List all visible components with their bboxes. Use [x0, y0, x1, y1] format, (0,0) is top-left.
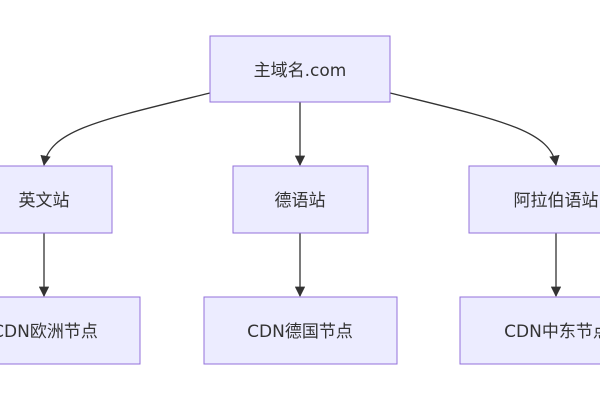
node-english-site-label: 英文站 [19, 191, 70, 211]
node-root: 主域名.com [209, 35, 391, 103]
node-cdn-middle-east: CDN中东节点 [459, 296, 600, 365]
edge-root-to-arabic-site [389, 92, 560, 167]
node-root-label: 主域名.com [254, 61, 347, 81]
node-cdn-europe-label: CDN欧洲节点 [0, 322, 98, 342]
node-cdn-germany: CDN德国节点 [203, 296, 398, 365]
edge-root-to-english-site [40, 92, 211, 167]
node-cdn-europe: CDN欧洲节点 [0, 296, 141, 365]
node-cdn-germany-label: CDN德国节点 [247, 322, 353, 342]
node-arabic-site: 阿拉伯语站 [468, 165, 600, 234]
node-arabic-site-label: 阿拉伯语站 [514, 191, 599, 211]
node-cdn-middle-east-label: CDN中东节点 [504, 322, 600, 342]
node-german-site-label: 德语站 [275, 191, 326, 211]
edges [38, 92, 562, 298]
node-german-site: 德语站 [232, 165, 369, 234]
node-english-site: 英文站 [0, 165, 113, 234]
